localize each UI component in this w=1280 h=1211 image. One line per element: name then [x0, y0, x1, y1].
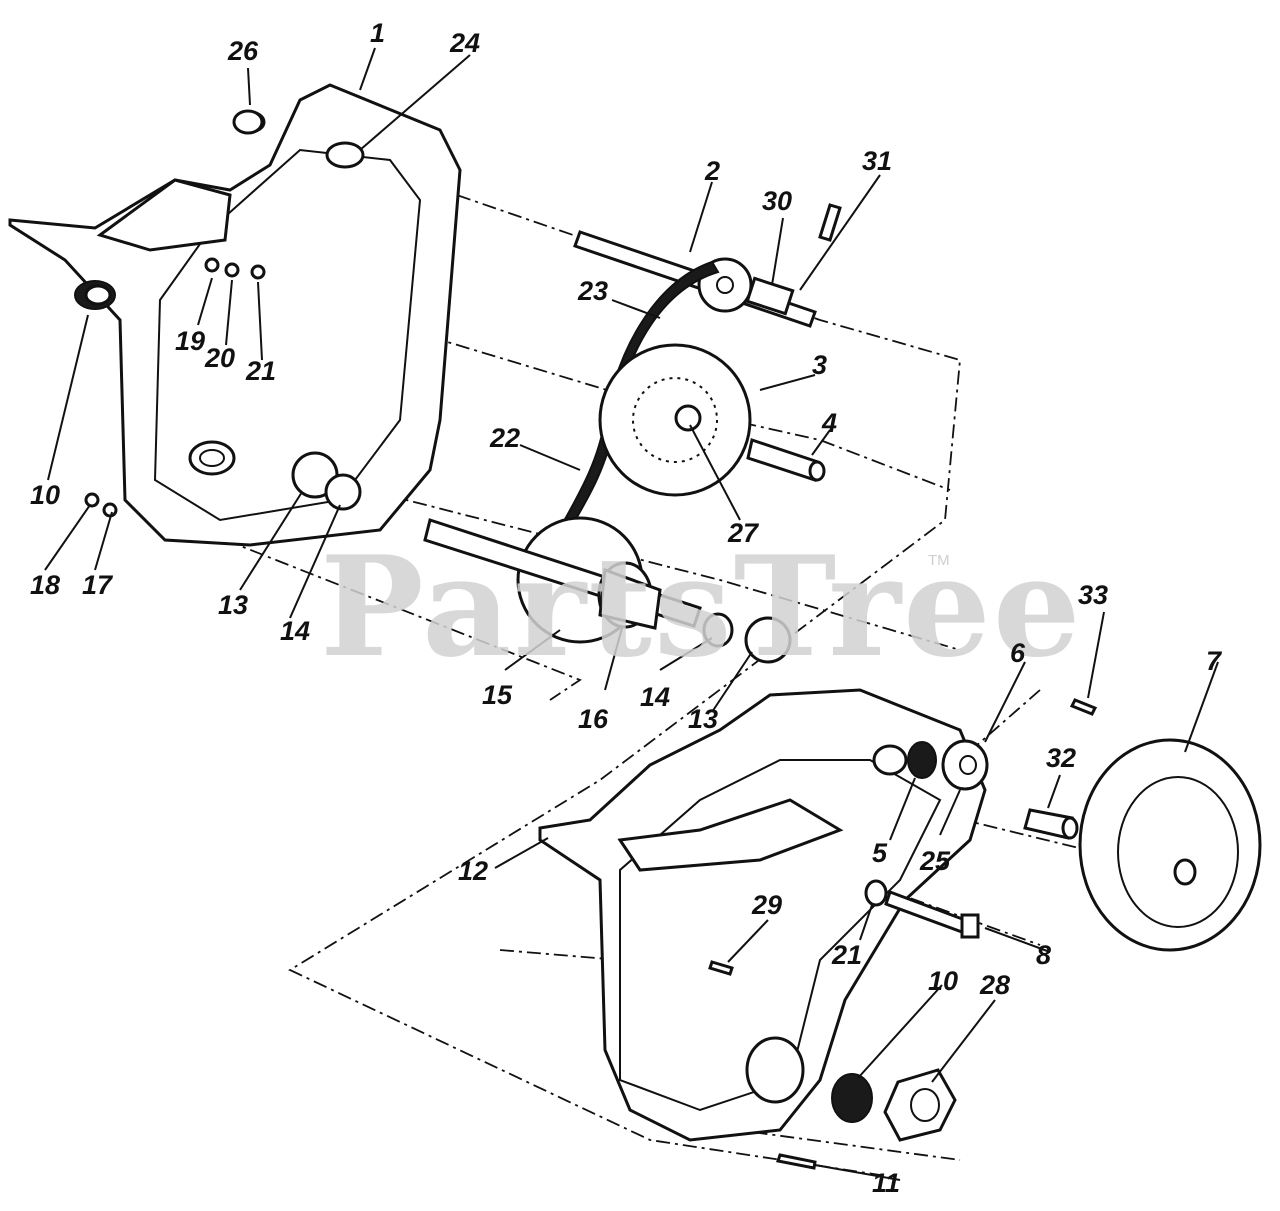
pulley	[1078, 738, 1262, 952]
callout-25: 25	[920, 846, 951, 876]
callout-14-left: 14	[280, 616, 311, 646]
washer-lower	[864, 879, 888, 907]
callout-21-upper: 21	[246, 356, 277, 386]
callout-2: 2	[705, 156, 721, 186]
callout-26: 26	[228, 36, 259, 66]
callout-21-lower: 21	[832, 940, 863, 970]
callout-27: 27	[728, 518, 759, 548]
small-hardware	[84, 257, 266, 518]
callout-3: 3	[812, 350, 828, 380]
left-housing	[8, 83, 462, 547]
callout-20: 20	[205, 343, 236, 373]
callout-10-right: 10	[928, 966, 959, 996]
callout-10-left: 10	[30, 480, 61, 510]
callout-8: 8	[1036, 940, 1052, 970]
callout-13-left: 13	[218, 590, 249, 620]
callout-32: 32	[1046, 743, 1077, 773]
callout-12: 12	[458, 856, 489, 886]
long-bolt	[884, 890, 980, 939]
callout-19: 19	[175, 326, 206, 356]
callout-5: 5	[872, 838, 888, 868]
seal-and-nut-lower	[831, 1068, 957, 1142]
collar-and-pin	[745, 203, 842, 316]
callout-28: 28	[980, 970, 1011, 1000]
callout-29: 29	[752, 890, 783, 920]
sleeve	[1023, 808, 1079, 840]
plug-part	[232, 109, 264, 135]
callout-15: 15	[482, 680, 513, 710]
spacer-tube	[746, 438, 826, 482]
bearing-cluster	[907, 739, 989, 791]
callout-13-right: 13	[688, 704, 719, 734]
callout-11: 11	[872, 1168, 901, 1198]
large-sprocket	[598, 343, 752, 497]
seal-left	[74, 280, 116, 310]
callout-14-right: 14	[640, 682, 671, 712]
leader-lines	[44, 47, 1219, 1181]
callout-24: 24	[450, 28, 481, 58]
callout-17: 17	[82, 570, 113, 600]
callout-33: 33	[1078, 580, 1109, 610]
callout-23: 23	[578, 276, 609, 306]
trademark-mark: TM	[928, 552, 950, 569]
callout-30: 30	[762, 186, 793, 216]
callout-22: 22	[490, 423, 521, 453]
callout-1: 1	[370, 18, 386, 48]
callout-7: 7	[1206, 646, 1222, 676]
callout-6: 6	[1010, 638, 1026, 668]
callout-31: 31	[862, 146, 893, 176]
hub	[597, 561, 662, 630]
screws	[708, 698, 1098, 1170]
partstree-watermark: PartsTree	[320, 525, 1083, 688]
callout-4: 4	[822, 408, 838, 438]
callout-16: 16	[578, 704, 609, 734]
callout-18: 18	[30, 570, 61, 600]
